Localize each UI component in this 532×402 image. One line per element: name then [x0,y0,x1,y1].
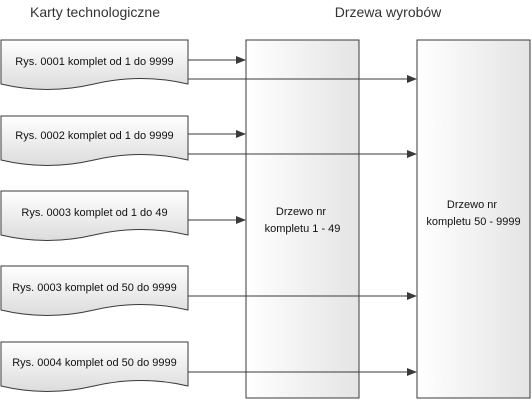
tree-node-label-line1: Drzewo nr [276,206,326,218]
document-label: Rys. 0001 komplet od 1 do 9999 [15,56,173,68]
document-rys-0003-50-9999: Rys. 0003 komplet od 50 do 9999 [0,265,189,316]
document-label: Rys. 0004 komplet od 50 do 9999 [12,357,177,369]
document-label: Rys. 0003 komplet od 50 do 9999 [12,282,177,294]
document-shape [0,39,189,90]
tree-node-box [245,39,360,399]
header-drzewa: Drzewa wyrobów [335,4,442,20]
document-shape [0,115,189,166]
tree-node-label-line2: kompletu 50 - 9999 [426,216,520,228]
document-shape [0,341,189,392]
tree-node-1-49: Drzewo nr kompletu 1 - 49 [245,39,360,399]
document-rys-0002: Rys. 0002 komplet od 1 do 9999 [0,115,189,166]
svg-text:Drzewo nr kompletu 50 -: Drzewo nr kompletu 50 - 9999 [426,199,520,228]
document-label: Rys. 0002 komplet od 1 do 9999 [15,130,173,142]
document-label: Rys. 0003 komplet od 1 do 49 [21,207,167,219]
tree-node-box [416,39,531,399]
document-shape [0,265,189,316]
document-shape [0,190,189,241]
document-rys-0003-1-49: Rys. 0003 komplet od 1 do 49 [0,190,189,241]
tree-node-label-line1: Drzewo nr [447,199,497,211]
header-karty: Karty technologiczne [30,4,160,20]
svg-text:Drzewo nr kompletu 1 - 4: Drzewo nr kompletu 1 - 49 [265,206,341,235]
tree-node-label-line2: kompletu 1 - 49 [265,223,341,235]
tree-node-50-9999: Drzewo nr kompletu 50 - 9999 [416,39,531,399]
document-rys-0001: Rys. 0001 komplet od 1 do 9999 [0,39,189,90]
document-rys-0004: Rys. 0004 komplet od 50 do 9999 [0,341,189,392]
